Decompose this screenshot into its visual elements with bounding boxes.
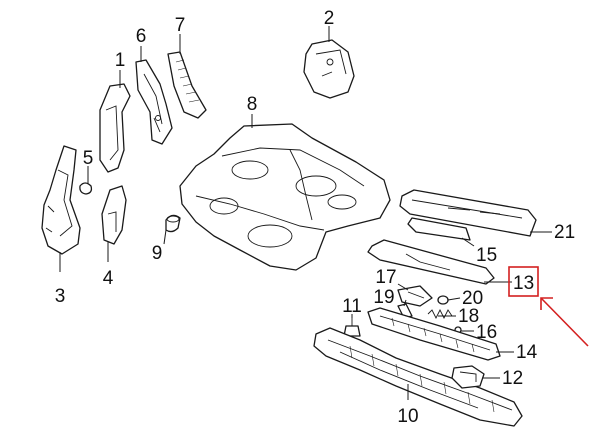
label-4: 4 (103, 268, 114, 289)
part-18-shape (427, 308, 453, 320)
label-17: 17 (375, 267, 396, 288)
label-6: 6 (136, 26, 147, 47)
label-11: 11 (342, 296, 362, 317)
part-14-shape (367, 307, 501, 361)
part-2-shape (303, 39, 355, 99)
highlight-box (508, 266, 539, 297)
label-5: 5 (83, 148, 94, 169)
label-10: 10 (397, 406, 418, 427)
part-1-shape (99, 83, 131, 173)
part-6-shape (135, 59, 173, 145)
part-15-shape (407, 217, 471, 241)
part-4-shape (101, 185, 127, 245)
label-21: 21 (554, 222, 575, 243)
part-21-shape (399, 189, 537, 237)
label-16: 16 (476, 322, 497, 343)
part-10-shape (313, 327, 523, 427)
part-20-shape (437, 295, 449, 305)
label-18: 18 (458, 306, 479, 327)
label-15: 15 (476, 245, 497, 266)
label-7: 7 (175, 15, 186, 36)
label-8: 8 (247, 94, 258, 115)
label-14: 14 (516, 342, 538, 363)
part-17-shape (397, 285, 433, 307)
part-11-shape (343, 316, 361, 337)
leader-lines (59, 26, 552, 400)
part-labels: 1 2 3 4 5 6 7 8 9 10 11 12 13 14 15 16 1… (55, 8, 575, 427)
highlight-arrow (540, 297, 589, 347)
label-1: 1 (115, 50, 126, 71)
part-12-shape (451, 365, 485, 389)
label-19: 19 (373, 287, 394, 308)
label-9: 9 (152, 243, 163, 264)
label-2: 2 (324, 8, 335, 29)
part-3-shape (41, 145, 81, 255)
part-5-shape (79, 182, 93, 195)
label-3: 3 (55, 286, 66, 307)
part-7-shape (167, 51, 207, 119)
label-12: 12 (502, 368, 523, 389)
part-8-shape (179, 123, 391, 271)
part-9-shape (165, 214, 181, 233)
label-20: 20 (462, 288, 483, 309)
part-13-shape (367, 239, 495, 285)
label-13: 13 (513, 273, 534, 294)
